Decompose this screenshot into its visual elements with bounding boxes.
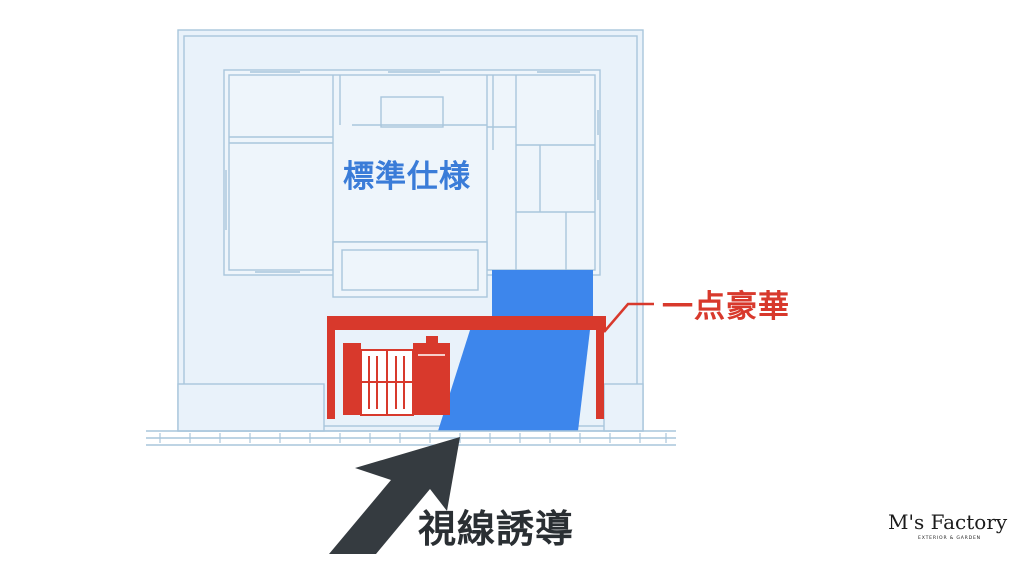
gaze-arrow [329,437,460,554]
road-ticks [159,433,667,443]
house-floor-plan [223,69,601,298]
one-point-luxury-label: 一点豪華 [662,289,790,325]
gaze-guidance-label: 視線誘導 [418,507,575,551]
brand-logo: M's Factory EXTERIOR & GARDEN [888,512,1007,546]
logo-wordmark: M's Factory [888,510,1008,534]
gate-doors [360,349,414,416]
standard-spec-label: 標準仕様 [343,159,471,195]
lot-boundary-notches [177,383,644,432]
label-leader-line [603,302,654,333]
logo-tagline: EXTERIOR & GARDEN [918,536,981,541]
approach-path [438,270,593,431]
road [146,430,676,446]
